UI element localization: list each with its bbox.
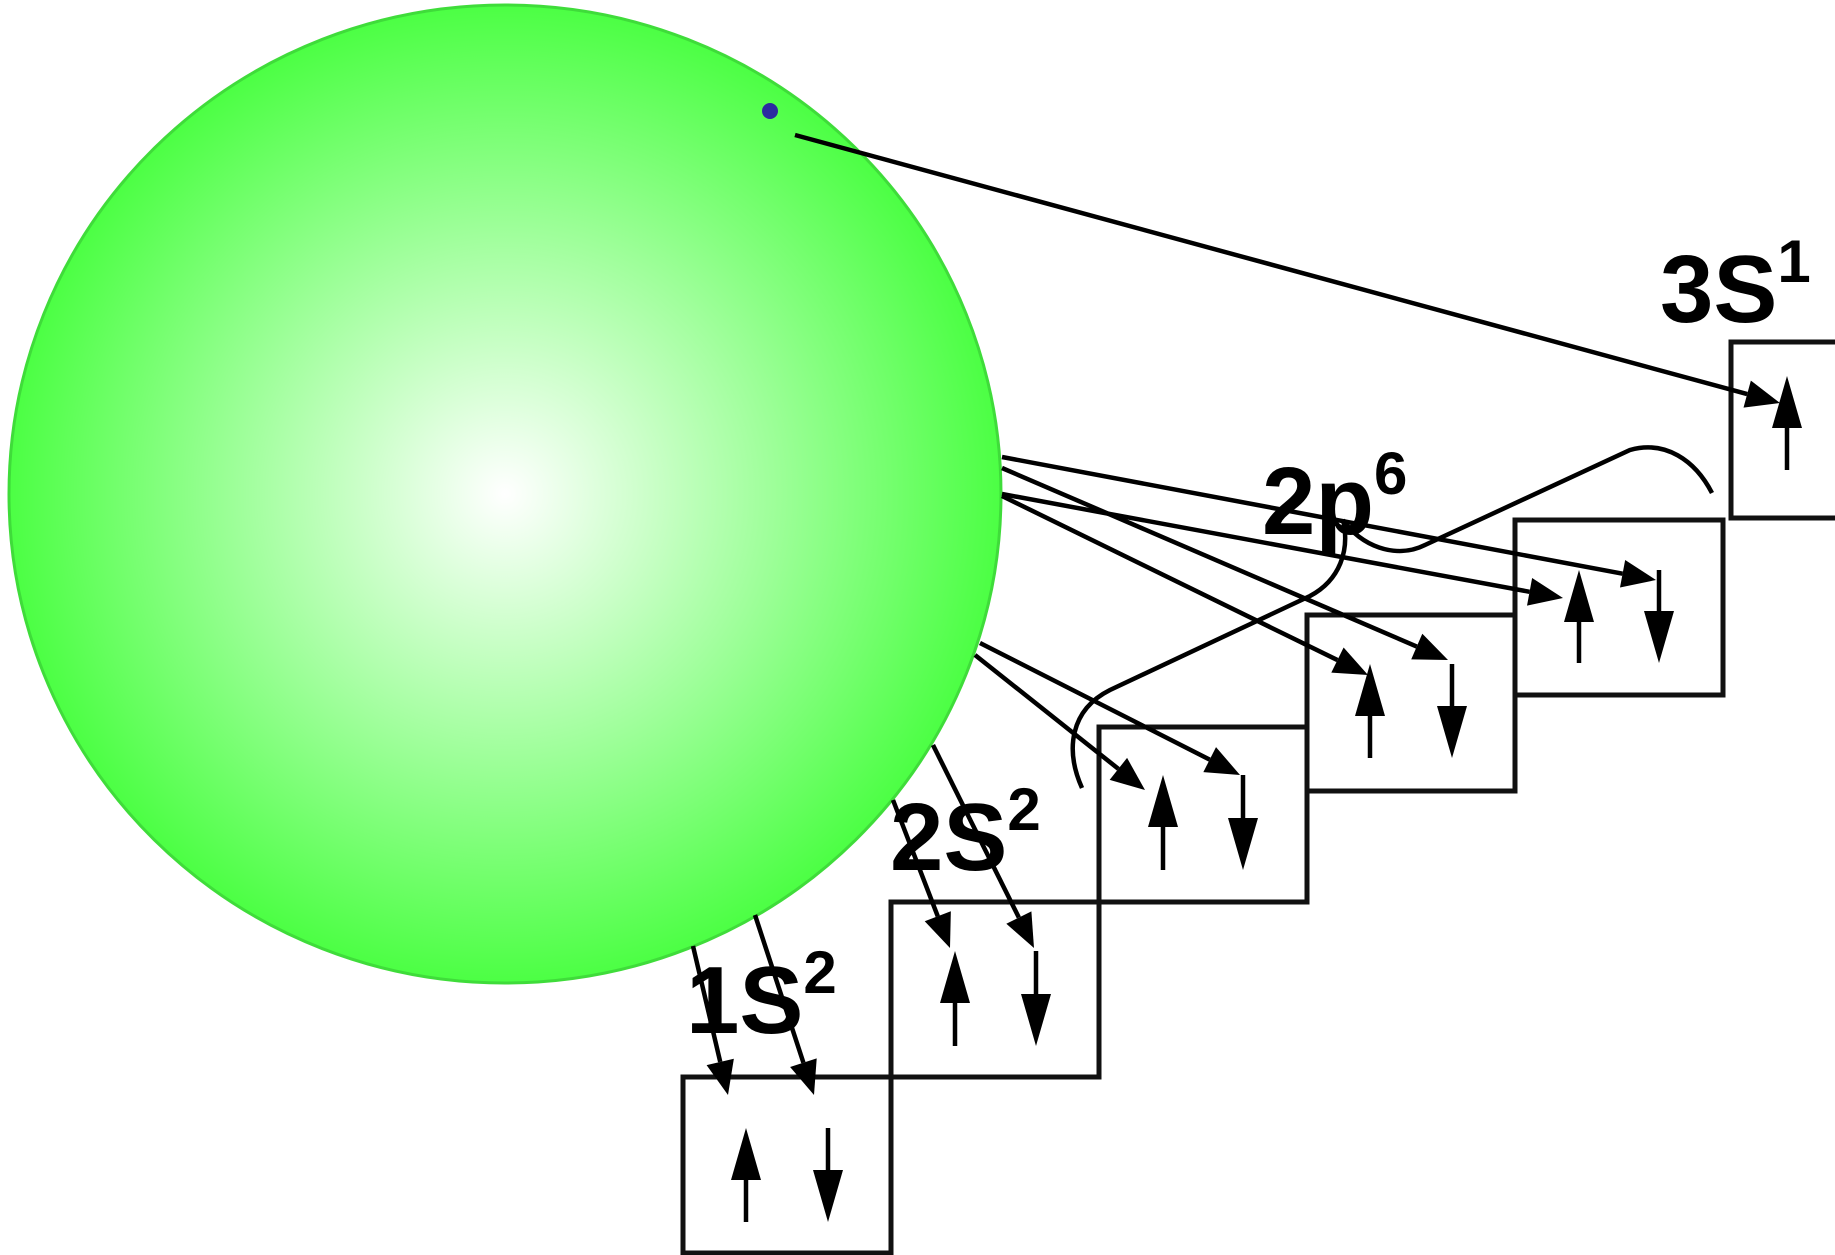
connector-3s-up-arrowhead: [1743, 380, 1780, 408]
spin-down-arrow-2s: [1021, 951, 1051, 1046]
spin-up-arrow-2s: [940, 951, 970, 1046]
label-3s: 3S1: [1660, 228, 1811, 343]
atom-sphere: [7, 3, 1003, 985]
connector-2p1-up-arrowhead: [1109, 757, 1145, 790]
connector-2p1-up-line: [973, 653, 1120, 771]
spin-down-arrow-1s: [813, 1128, 843, 1222]
spin-up-arrow-2p-3: [1564, 570, 1594, 663]
connector-2p2-down-line: [1001, 465, 1418, 649]
label-1s: 1S2: [686, 939, 837, 1054]
orbital-box-2s: [888, 899, 1102, 1080]
orbital-box-2p-2: [1304, 612, 1518, 794]
electron-connector-lines: [690, 132, 1780, 1095]
connector-2s-up-line: [890, 799, 940, 918]
connector-2p3-up-line: [1001, 491, 1530, 595]
connector-2s-down-line: [930, 743, 1021, 919]
connector-2p3-up-arrowhead: [1527, 578, 1563, 606]
orbital-box-3s: [1728, 339, 1835, 521]
spin-up-arrow-3s: [1772, 376, 1802, 470]
spin-up-arrow-1s: [731, 1128, 761, 1222]
valence-electron-dot: [762, 103, 778, 119]
orbital-boxes: [680, 339, 1835, 1255]
connector-2p2-down-arrowhead: [1411, 633, 1448, 660]
orbital-box-1s: [680, 1074, 894, 1255]
spin-up-arrow-2p-2: [1355, 664, 1385, 758]
connector-2p1-down-arrowhead: [1203, 747, 1240, 775]
connector-2s-down-arrowhead: [1006, 911, 1034, 948]
connector-2p2-up-arrowhead: [1331, 647, 1368, 675]
connector-1s-up-line: [690, 945, 723, 1063]
spin-down-arrow-2p-1: [1228, 775, 1258, 870]
label-2p: 2p6: [1262, 440, 1407, 555]
connector-1s-down-arrowhead: [790, 1058, 817, 1095]
connector-2p2-up-line: [1001, 493, 1339, 663]
connector-1s-up-arrowhead: [706, 1058, 734, 1095]
label-2s: 2S2: [890, 776, 1041, 891]
connector-2p3-down-arrowhead: [1619, 559, 1656, 588]
orbital-box-2p-1: [1096, 724, 1310, 905]
spin-down-arrow-2p-2: [1437, 664, 1467, 758]
connector-2s-up-arrowhead: [924, 911, 951, 948]
spin-down-arrow-2p-3: [1644, 570, 1674, 663]
2p-grouping-curve: [1070, 445, 1714, 789]
connector-2p3-down-line: [1001, 454, 1624, 576]
connector-1s-down-line: [752, 914, 806, 1064]
spin-arrows: [731, 376, 1802, 1222]
spin-up-arrow-2p-1: [1148, 775, 1178, 870]
orbital-box-2p-3: [1512, 517, 1726, 698]
connector-3s-up-line: [794, 132, 1748, 397]
